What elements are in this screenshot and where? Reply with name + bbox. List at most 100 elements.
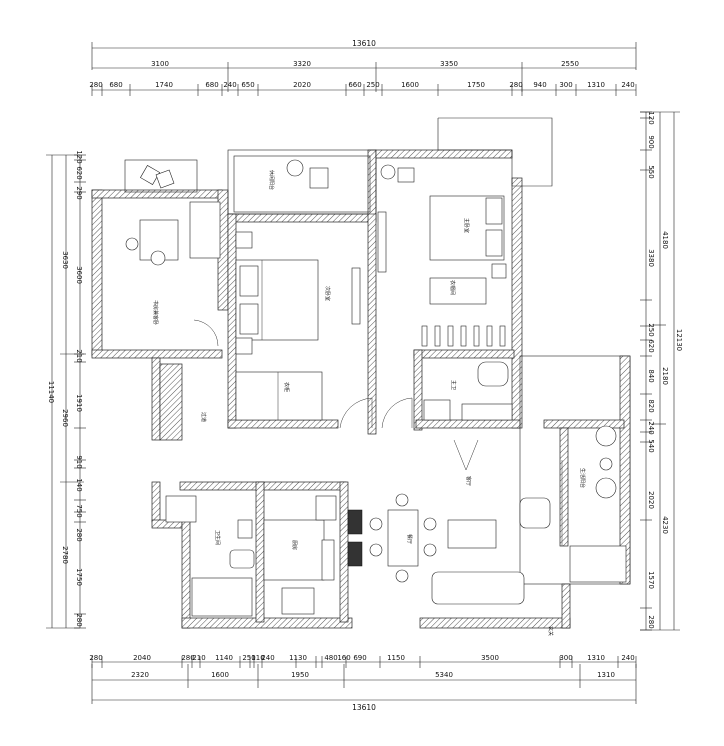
dim-top-d10: 1600 [401,81,419,89]
dim-top-d16: 240 [621,81,634,89]
dim-top-total: 13610 [352,39,376,48]
hanger [421,325,428,347]
dim-right-d2: 900 [647,135,655,148]
hanger [473,325,480,347]
dim-left-mid-3: 2780 [61,546,69,564]
dim-top-d6: 650 [241,81,254,89]
dim-bot-d16: 1310 [587,654,605,662]
dim-left-d1: 120 [75,150,83,163]
dim-top-d14: 300 [559,81,572,89]
dim-left-d10: 280 [75,528,83,541]
dim-right-outer: 12130 [675,329,683,351]
dim-top-mid-3: 3350 [440,60,458,68]
dim-left-d2: 620 [75,166,83,179]
dimension-lines: 13610 3100 3320 3350 2550 280 680 1740 6… [46,39,683,712]
hanger [434,325,441,347]
dim-right-d8: 820 [647,399,655,412]
dim-bot-d10: 480 [324,654,337,662]
hanger [499,325,506,347]
dim-right-d13: 280 [647,615,655,628]
dim-left-mid-2: 2960 [61,409,69,427]
dim-top-d15: 1310 [587,81,605,89]
dim-bot-d4: 210 [192,654,205,662]
dim-bot-mid-4: 5340 [435,671,453,679]
dim-left-d6: 1910 [75,394,83,412]
dim-top-d12: 280 [509,81,522,89]
label-second-bedroom: 次卧室 [324,286,331,301]
dim-right-mid-2: 2180 [661,367,669,385]
dim-left-d7: 910 [75,455,83,468]
dim-left-outer: 11140 [47,381,55,403]
dim-bot-d6: 250 [242,654,255,662]
sofa-bed [189,201,221,259]
dim-top-d4: 680 [205,81,218,89]
dim-top-mid-1: 3100 [151,60,169,68]
dim-top-d13: 940 [533,81,546,89]
label-entrance: 玄关 [547,626,554,636]
dim-bot-d5: 1140 [215,654,233,662]
room-labels: 书房兼客卧 休闲阳台 次卧室 主卧室 衣帽间 衣柜 过道 主卫 生活阳台 客厅 … [152,170,586,636]
dim-right-d6: 620 [647,339,655,352]
dim-bot-d13: 1150 [387,654,405,662]
dim-right-d9: 240 [647,421,655,434]
dim-left-d4: 3600 [75,266,83,284]
dim-top-d7: 2020 [293,81,311,89]
dim-top-d2: 680 [109,81,122,89]
dim-right-d4: 3380 [647,249,655,267]
dim-bot-d3: 280 [181,654,194,662]
dim-top-mid-2: 3320 [293,60,311,68]
dim-bot-mid-5: 1310 [597,671,615,679]
label-bathroom: 卫生间 [214,530,221,545]
label-study: 书房兼客卧 [152,300,159,325]
label-living-room: 客厅 [465,476,472,486]
label-service-balcony: 生活阳台 [579,468,586,488]
hanger [486,325,493,347]
dim-top-d11: 1750 [467,81,485,89]
label-balcony-top: 休闲阳台 [268,170,275,190]
label-ensuite-bath: 主卫 [450,380,457,390]
dim-right-d1: 120 [647,111,655,124]
dim-right-mid-1: 4180 [661,231,669,249]
dim-bot-d8: 240 [261,654,274,662]
dim-left-d12: 280 [75,613,83,626]
dim-bot-d17: 240 [621,654,634,662]
dim-bot-d11: 160 [337,654,350,662]
dim-top-mid-4: 2550 [561,60,579,68]
dim-bot-d2: 2040 [133,654,151,662]
dim-bot-d9: 1130 [289,654,307,662]
dim-top-d1: 280 [89,81,102,89]
dim-left-d11: 1750 [75,568,83,586]
dim-bot-d1: 280 [89,654,102,662]
dim-bot-d12: 690 [353,654,366,662]
furniture [125,159,627,617]
coffee-table [447,519,497,549]
walls [91,117,631,629]
dim-left-d5: 210 [75,349,83,362]
dim-bot-d14: 3500 [481,654,499,662]
dim-right-d7: 840 [647,369,655,382]
dim-bot-mid-1: 2320 [131,671,149,679]
dim-top-d9: 250 [366,81,379,89]
dim-bot-d15: 300 [559,654,572,662]
sofa [431,571,525,605]
label-corridor: 过道 [200,412,207,422]
dim-right-d5: 250 [647,323,655,336]
dim-right-d12: 1570 [647,571,655,589]
dining-table [387,509,419,567]
label-restaurant: 餐厅 [406,534,413,544]
dim-bot-mid-3: 1950 [291,671,309,679]
label-kitchen: 厨房 [291,540,298,550]
dim-bot-d7: 110 [251,654,264,662]
label-dressing-room: 衣帽间 [449,280,456,295]
dim-right-mid-3: 4230 [661,516,669,534]
hanger [447,325,454,347]
dim-left-mid-1: 3630 [61,251,69,269]
dim-top-d3: 1740 [155,81,173,89]
dim-bot-mid-2: 1600 [211,671,229,679]
dim-right-d10: 540 [647,439,655,452]
label-closet: 衣柜 [283,382,290,392]
dim-right-d11: 2020 [647,491,655,509]
dim-bottom-total: 13610 [352,703,376,712]
dim-left-d8: 140 [75,478,83,491]
